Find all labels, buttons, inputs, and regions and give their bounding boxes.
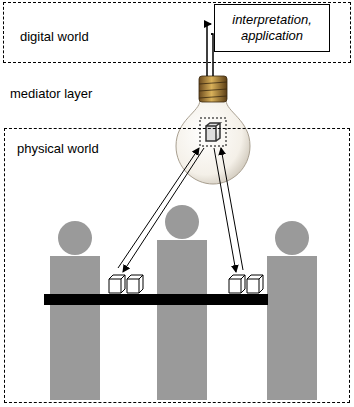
- application-box: interpretation, application: [214, 4, 330, 52]
- sensing-arrows: [118, 148, 243, 272]
- region-band: physical world: [4, 128, 350, 403]
- mediator-frame: [200, 118, 226, 146]
- box-text: interpretation, application: [215, 12, 329, 43]
- bulb-thread: [199, 82, 227, 98]
- layer-label: mediator layer: [8, 86, 94, 101]
- light-bulb: [176, 100, 250, 184]
- table: [44, 294, 268, 305]
- region-label: digital world: [18, 29, 91, 45]
- region-band: digital world interpretation, application: [3, 2, 351, 63]
- cubes: [109, 275, 263, 293]
- bulb-to-application-arrow: [207, 24, 213, 76]
- mediator-device: [206, 123, 220, 141]
- region-label: physical world: [15, 141, 101, 157]
- bulb-base: [199, 76, 227, 102]
